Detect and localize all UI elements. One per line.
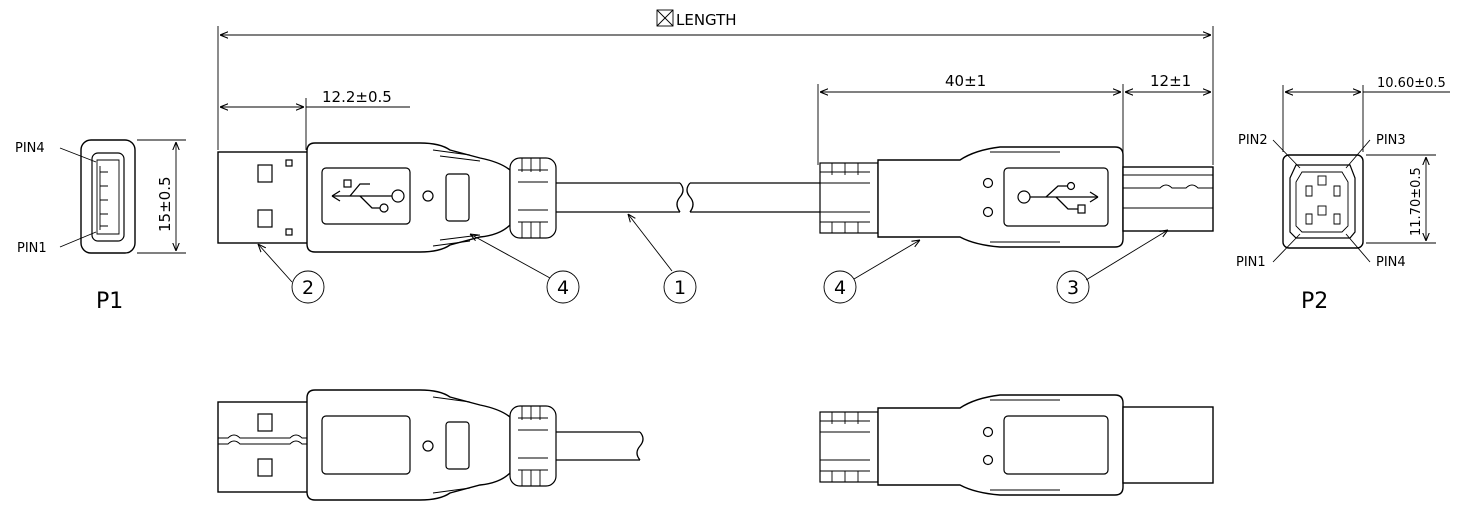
usb-b-connector-top — [686, 146, 1214, 248]
usb-a-connector-top — [217, 142, 684, 253]
a-plug-dimension-label: 12.2±0.5 — [322, 88, 392, 106]
length-label: LENGTH — [676, 11, 737, 29]
callout-4a: 4 — [557, 277, 569, 299]
callouts: 2 4 1 4 3 — [258, 214, 1168, 304]
callout-4b: 4 — [834, 277, 846, 299]
square-symbol-icon — [656, 9, 674, 27]
p2-pin1-label: PIN1 — [1236, 255, 1266, 270]
p1-label: P1 — [96, 289, 123, 314]
p2-height-label: 11.70±0.5 — [1409, 167, 1424, 236]
usb-trident-icon — [331, 179, 405, 213]
p2-pin2-label: PIN2 — [1238, 133, 1268, 148]
p1-pin1-label: PIN1 — [17, 241, 47, 256]
b-plug-dimension-label: 12±1 — [1150, 72, 1191, 90]
p1-face-view: PIN4 PIN1 15±0.5 P1 — [15, 139, 186, 314]
p2-label: P2 — [1301, 289, 1328, 314]
p2-width-label: 10.60±0.5 — [1377, 76, 1446, 91]
usb-trident-icon-b — [1017, 181, 1099, 214]
p1-pin4-label: PIN4 — [15, 141, 45, 156]
callout-3: 3 — [1067, 277, 1079, 299]
a-plug-dimension: 12.2±0.5 — [220, 88, 410, 150]
b-boot-dimension-label: 40±1 — [945, 72, 986, 90]
p2-pin4-label: PIN4 — [1376, 255, 1406, 270]
usb-a-connector-side — [217, 389, 644, 501]
p1-height-label: 15±0.5 — [156, 176, 174, 232]
p2-face-view: PIN2 PIN3 PIN1 PIN4 10.60±0.5 11.70±0.5 … — [1236, 76, 1450, 314]
usb-b-connector-side — [819, 394, 1214, 496]
callout-2: 2 — [302, 277, 314, 299]
length-dimension: LENGTH — [217, 9, 1214, 165]
p2-pin3-label: PIN3 — [1376, 133, 1406, 148]
b-plug-dimension: 12±1 — [1125, 72, 1211, 92]
callout-1: 1 — [674, 277, 686, 299]
